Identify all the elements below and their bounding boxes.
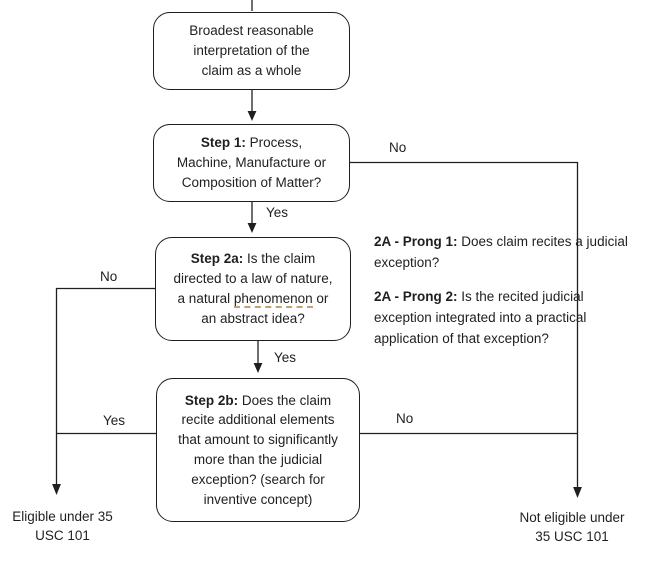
node-broadest-interpretation-text: Broadest reasonable interpretation of th… xyxy=(189,23,314,78)
node-step2b-text: Step 2b: Does the claim recite additiona… xyxy=(178,392,338,507)
edge-label-step2a-yes: Yes xyxy=(274,350,297,365)
node-step1-text: Step 1: Process, Machine, Manufacture or… xyxy=(176,135,327,190)
prong2-label: 2A - Prong 2: xyxy=(374,289,458,304)
edge-label-step2b-no: No xyxy=(396,411,414,426)
node-step2a-text: Step 2a: Is the claim directed to a law … xyxy=(173,251,333,326)
prong1-label: 2A - Prong 1: xyxy=(374,234,458,249)
annotation-prong1: 2A - Prong 1: Does claim recites a judic… xyxy=(374,234,628,270)
outcome-eligible-line2: USC 101 xyxy=(35,528,90,543)
outcome-eligible: Eligible under 35 USC 101 xyxy=(2,507,123,545)
edge-label-step2a-no: No xyxy=(100,269,118,284)
prong-annotations: 2A - Prong 1: Does claim recites a judic… xyxy=(374,231,644,362)
no-line-step1-to-not-eligible xyxy=(350,161,579,488)
edge-label-step2b-yes: Yes xyxy=(103,413,126,428)
edge-label-step1-no: No xyxy=(389,140,407,155)
spellcheck-underlined-word: phenomenon xyxy=(233,291,313,308)
outcome-not-eligible-line2: 35 USC 101 xyxy=(535,529,609,544)
outcome-not-eligible-line1: Not eligible under xyxy=(519,510,625,525)
arrowhead-eligible xyxy=(52,484,61,495)
node-step2a: Step 2a: Is the claim directed to a law … xyxy=(155,237,351,341)
edge-label-step1-yes: Yes xyxy=(266,205,289,220)
arrowhead-into-step1 xyxy=(247,111,257,121)
step1-label: Step 1: xyxy=(200,135,246,151)
node-broadest-interpretation: Broadest reasonable interpretation of th… xyxy=(153,12,350,90)
arrowhead-not-eligible xyxy=(573,487,582,498)
arrowhead-into-step2b xyxy=(253,363,263,373)
outcome-eligible-line1: Eligible under 35 xyxy=(12,509,113,524)
outcome-not-eligible: Not eligible under 35 USC 101 xyxy=(511,508,633,546)
node-step2b: Step 2b: Does the claim recite additiona… xyxy=(156,378,360,522)
arrowhead-into-step2a xyxy=(247,223,257,233)
node-step1: Step 1: Process, Machine, Manufacture or… xyxy=(153,124,350,202)
annotation-prong2: 2A - Prong 2: Is the recited judicial ex… xyxy=(374,289,587,346)
step2b-label: Step 2b: xyxy=(184,392,239,408)
step2a-label: Step 2a: xyxy=(190,251,244,267)
no-line-step2a-to-eligible xyxy=(55,287,155,485)
